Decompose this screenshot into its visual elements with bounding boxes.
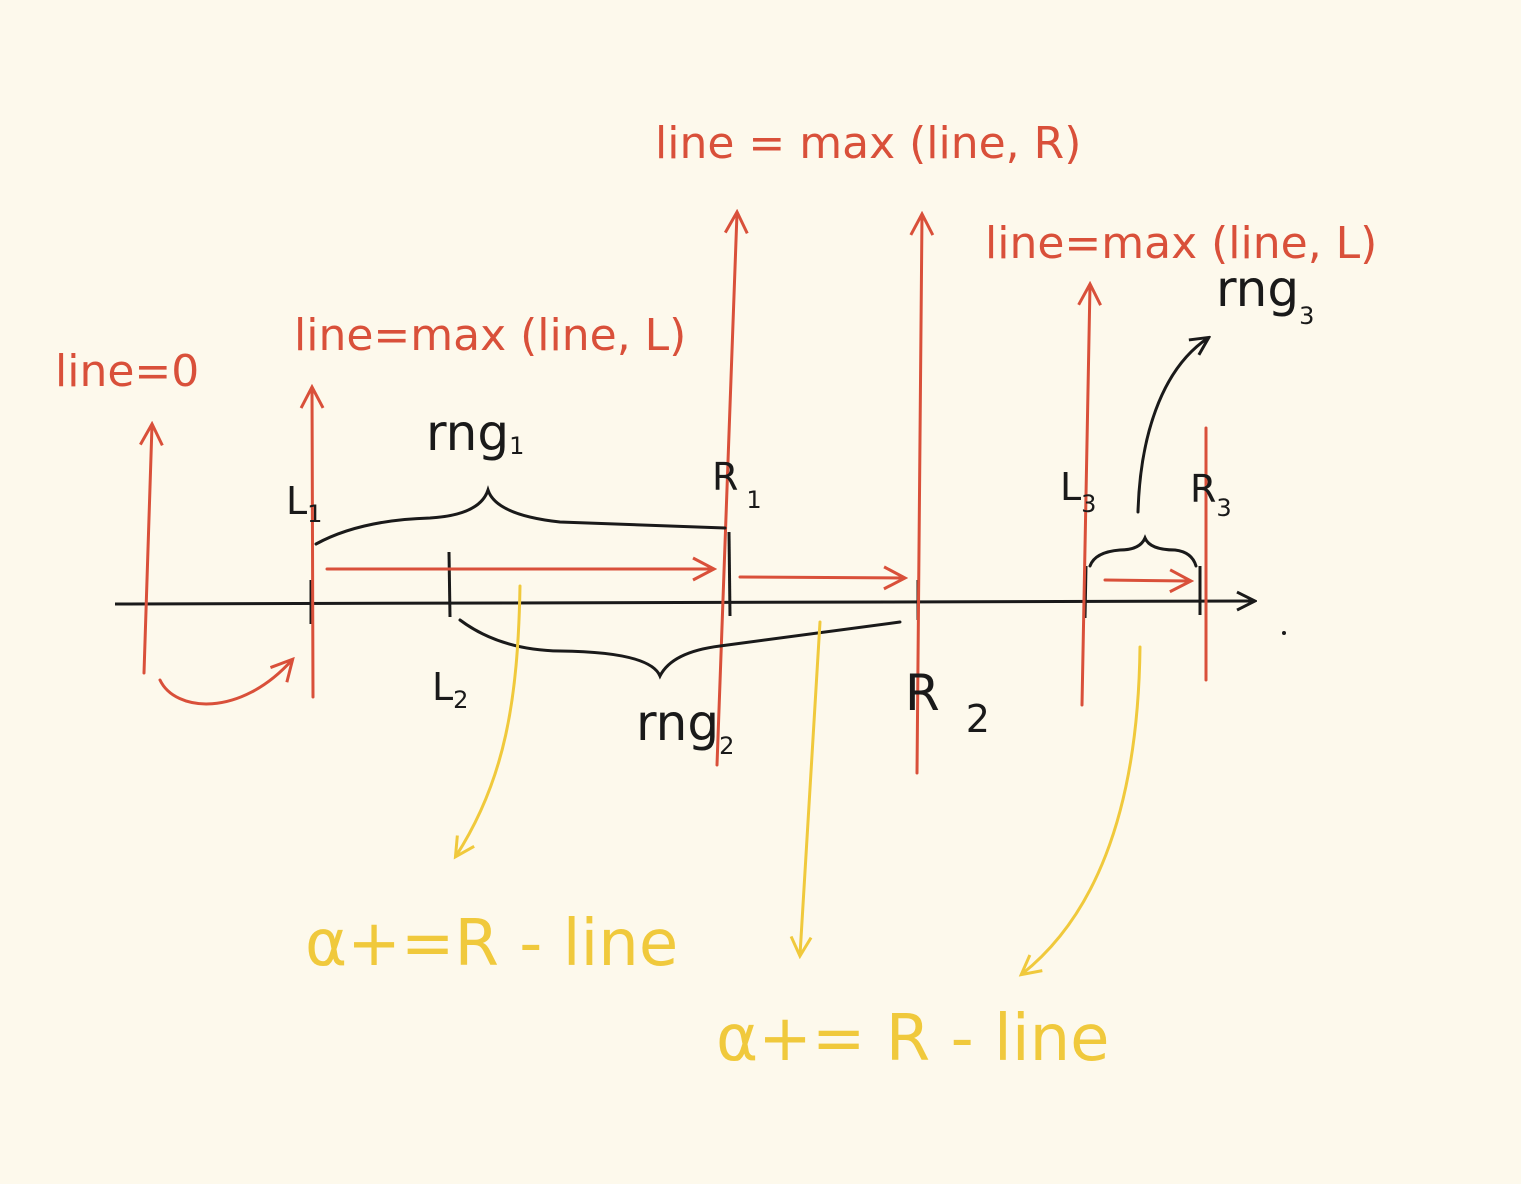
yellow-arrow-3 [1022, 645, 1142, 974]
stray-dot [1282, 631, 1286, 635]
annotation-R: line = max (line, R) [655, 118, 1081, 169]
formula-first: α+=R - line [305, 907, 678, 981]
annotation-start: line=0 [55, 346, 199, 397]
brace-rng2 [458, 618, 902, 680]
sweep-lines [144, 213, 1208, 775]
rng3-pointer-arrow [1136, 338, 1208, 514]
sweep-line-L1 [312, 388, 313, 699]
sweep-arrows [158, 569, 1190, 706]
tick-R1 [727, 531, 732, 617]
brace-rng1 [314, 485, 727, 546]
label-L2: L2 [432, 665, 468, 714]
sweep-line-R1 [715, 213, 737, 767]
brace-rng3 [1088, 534, 1198, 568]
sweep-line-start [144, 425, 152, 675]
label-L1: L1 [286, 479, 322, 528]
yellow-arrow-2 [800, 620, 822, 955]
label-L3: L3 [1060, 465, 1096, 518]
sweep-arrow-3 [1103, 580, 1190, 581]
yellow-arrow-1 [456, 584, 522, 856]
jump-arrow [158, 660, 292, 706]
range-braces [314, 338, 1208, 680]
number-axis [114, 601, 1254, 604]
sweep-line-R2 [917, 215, 922, 775]
label-rng2: rng2 [636, 694, 734, 760]
label-R3: R3 [1190, 467, 1232, 522]
tick-L2 [447, 551, 452, 618]
label-R1: R1 [712, 455, 762, 514]
annotation-L3: line=max (line, L) [985, 218, 1377, 269]
accumulate-arrows [456, 584, 1142, 974]
annotation-L1: line=max (line, L) [294, 310, 686, 361]
sweep-line-L3 [1082, 285, 1090, 707]
label-rng3: rng3 [1216, 260, 1314, 330]
formula-second: α+= R - line [716, 1002, 1110, 1076]
label-rng1: rng1 [426, 404, 524, 462]
sweep-arrow-2 [738, 577, 904, 578]
